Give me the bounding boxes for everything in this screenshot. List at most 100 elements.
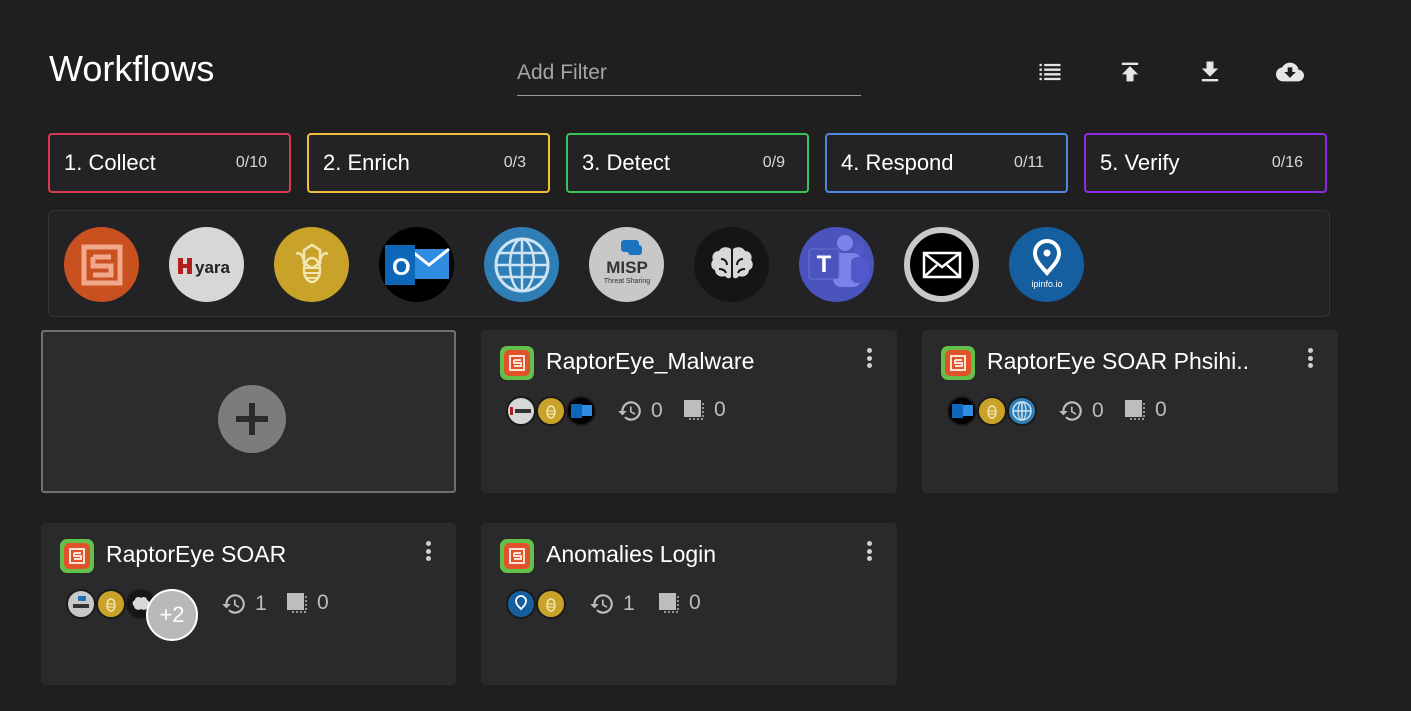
workflow-menu-button[interactable] — [859, 346, 879, 370]
workflow-card[interactable]: RaptorEye SOAR Phsihi.. 0 0 — [922, 330, 1338, 493]
dot — [1307, 355, 1313, 361]
runs-count: 1 — [255, 592, 267, 615]
workflow-menu-button[interactable] — [859, 539, 879, 563]
stage-label: 5. Verify — [1100, 150, 1180, 175]
dot — [866, 355, 872, 361]
workflow-card[interactable]: RaptorEye_Malware 0 0 — [481, 330, 897, 493]
raptoreye-app[interactable] — [64, 227, 139, 302]
nodes-count: 0 — [689, 591, 701, 614]
yara-label: yara — [195, 258, 231, 277]
raptoreye-logo — [500, 539, 534, 573]
workflow-title[interactable]: RaptorEye SOAR Phsihi.. — [987, 348, 1250, 374]
misp-icon: MISP Threat Sharing — [603, 239, 650, 285]
runs-stat: 1 — [589, 591, 635, 617]
upload-icon — [1121, 62, 1139, 82]
runs-count: 1 — [623, 592, 635, 615]
stage-count: 0/16 — [1271, 154, 1303, 171]
teams-icon: T — [808, 235, 869, 287]
bee-mini-icon — [536, 589, 566, 619]
stage-respond[interactable]: 4. Respond 0/11 — [825, 133, 1068, 193]
outlook-letter: O — [392, 254, 411, 281]
cloud-download-icon — [1276, 62, 1304, 82]
stage-label: 3. Detect — [582, 150, 671, 175]
workflow-title[interactable]: Anomalies Login — [546, 541, 717, 567]
stage-collect[interactable]: 1. Collect 0/10 — [48, 133, 291, 193]
globe-mini-icon — [1007, 396, 1037, 426]
stage-enrich[interactable]: 2. Enrich 0/3 — [307, 133, 550, 193]
dot — [1307, 363, 1313, 368]
download-icon — [1201, 61, 1219, 82]
outlook-icon: O — [385, 245, 450, 285]
ipinfo-app[interactable]: ipinfo.io — [1009, 227, 1084, 302]
stage-count: 0/10 — [235, 154, 267, 171]
runs-stat: 0 — [1058, 398, 1104, 424]
nodes-count: 0 — [317, 591, 329, 614]
nodes-stat: 0 — [657, 591, 701, 615]
workflow-title[interactable]: RaptorEye_Malware — [546, 348, 755, 374]
brain-app[interactable] — [694, 227, 769, 302]
dot — [866, 348, 872, 353]
workflow-menu-button[interactable] — [418, 539, 438, 563]
raptoreye-logo — [60, 539, 94, 573]
dot — [866, 548, 872, 554]
nodes-stat: 0 — [1123, 398, 1167, 422]
bee-mini-icon — [536, 396, 566, 426]
filter-field[interactable] — [517, 57, 861, 96]
add-workflow-button[interactable] — [218, 385, 286, 453]
workflow-card[interactable]: RaptorEye SOAR +2 1 0 — [41, 523, 456, 685]
nodes-stat: 0 — [682, 398, 726, 422]
history-icon — [590, 594, 613, 614]
nodes-stat: 0 — [285, 591, 329, 615]
misp-app[interactable]: MISP Threat Sharing — [589, 227, 664, 302]
yara-mini-icon — [506, 396, 536, 426]
stage-count: 0/11 — [1014, 154, 1044, 171]
teams-letter: T — [817, 251, 832, 278]
cloud-download-button[interactable] — [1272, 54, 1308, 90]
history-icon — [618, 401, 641, 421]
http-app[interactable] — [484, 227, 559, 302]
more-apps-badge[interactable]: +2 — [146, 589, 198, 641]
email-app[interactable] — [904, 227, 979, 302]
dot — [866, 363, 872, 368]
add-workflow-card[interactable] — [41, 330, 456, 493]
dot — [425, 548, 431, 554]
raptoreye-logo — [941, 346, 975, 380]
ipinfo-mini-icon — [506, 589, 536, 619]
list-view-button[interactable] — [1032, 54, 1068, 90]
page-title: Workflows — [49, 48, 215, 89]
dot — [425, 541, 431, 546]
ipinfo-icon: ipinfo.io — [1031, 238, 1062, 289]
stage-verify[interactable]: 5. Verify 0/16 — [1084, 133, 1327, 193]
upload-button[interactable] — [1112, 54, 1148, 90]
ipinfo-label: ipinfo.io — [1031, 279, 1062, 289]
raptoreye-icon — [81, 244, 122, 285]
nodes-count: 0 — [1155, 398, 1167, 421]
filter-input[interactable] — [517, 57, 861, 89]
workflow-menu-button[interactable] — [1300, 346, 1320, 370]
raptoreye-icon — [950, 355, 966, 371]
raptoreye-icon — [69, 548, 85, 564]
runs-stat: 0 — [617, 398, 663, 424]
list-view-icon — [1039, 63, 1061, 81]
download-button[interactable] — [1192, 54, 1228, 90]
yara-app[interactable]: yara — [169, 227, 244, 302]
stage-detect[interactable]: 3. Detect 0/9 — [566, 133, 809, 193]
nodes-icon — [1125, 400, 1145, 420]
workflow-card[interactable]: Anomalies Login 1 0 — [481, 523, 897, 685]
dot — [425, 556, 431, 561]
plus-icon — [236, 403, 268, 435]
thehive-app[interactable] — [274, 227, 349, 302]
nodes-icon — [287, 593, 307, 613]
stage-count: 0/9 — [762, 154, 785, 171]
misp-label: MISP — [606, 258, 648, 277]
bee-icon — [294, 243, 329, 283]
teams-app[interactable]: T — [799, 227, 874, 302]
workflow-title[interactable]: RaptorEye SOAR — [106, 541, 287, 567]
yara-icon: yara — [177, 257, 231, 277]
raptoreye-icon — [509, 355, 525, 371]
mail-icon — [922, 251, 961, 278]
runs-count: 0 — [1092, 399, 1104, 422]
stage-label: 2. Enrich — [323, 150, 410, 175]
dot — [1307, 348, 1313, 353]
outlook-app[interactable]: O — [379, 227, 454, 302]
